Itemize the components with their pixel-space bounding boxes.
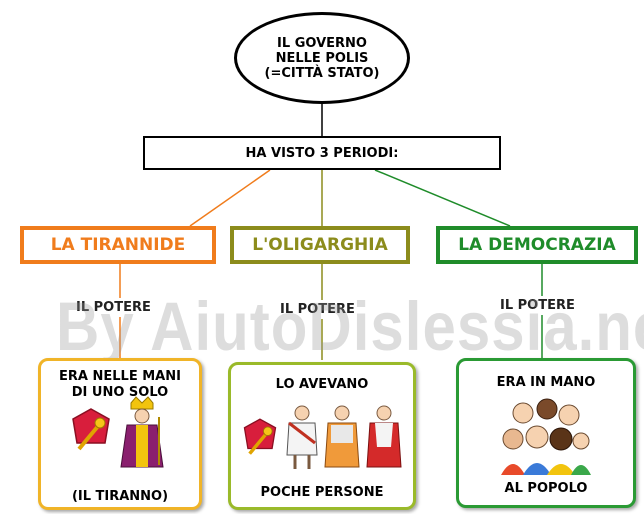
branch-label: LA DEMOCRAZIA [458, 235, 616, 255]
potere-label: IL POTERE [72, 298, 155, 317]
card-tirannide: ERA NELLE MANI DI UNO SOLO (IL TIRANNO) [38, 358, 202, 510]
card-text-bottom: (IL TIRANNO) [71, 489, 169, 504]
branch-label: LA TIRANNIDE [50, 235, 186, 255]
crowd-of-people-icon [501, 398, 591, 475]
card-democrazia: ERA IN MANO AL POPOLO [456, 358, 636, 508]
card-text-top: ERA NELLE MANI DI UNO SOLO [59, 369, 181, 400]
roman-citizen-icon [324, 405, 360, 468]
branch-oligarghia: L'OLIGARGHIA [230, 226, 410, 264]
roman-citizen-icon [286, 405, 318, 469]
democrazia-connector [374, 169, 511, 227]
branch-label: L'OLIGARGHIA [252, 235, 388, 255]
card-text-bottom: POCHE PERSONE [260, 485, 384, 500]
title-ellipse: IL GOVERNO NELLE POLIS (=CITTÀ STATO) [234, 12, 410, 104]
branch-democrazia: LA DEMOCRAZIA [436, 226, 638, 264]
power-scepter-icon [243, 418, 277, 455]
card-text-top: ERA IN MANO [496, 375, 596, 390]
tirannide-connector [189, 169, 271, 227]
card-oligarghia: LO AVEVANO POCHE PERSONE [228, 362, 416, 510]
potere-label: IL POTERE [496, 296, 579, 315]
tyrant-king-icon [120, 396, 164, 468]
potere-label: IL POTERE [276, 300, 359, 319]
periods-label: HA VISTO 3 PERIODI: [245, 145, 399, 161]
roman-citizen-icon [366, 405, 402, 468]
periods-box: HA VISTO 3 PERIODI: [143, 136, 501, 170]
branch-tirannide: LA TIRANNIDE [20, 226, 216, 264]
power-scepter-icon [72, 408, 110, 451]
card-text-top: LO AVEVANO [275, 377, 369, 392]
map-title: IL GOVERNO NELLE POLIS (=CITTÀ STATO) [264, 35, 380, 81]
card-text-bottom: AL POPOLO [504, 481, 588, 496]
